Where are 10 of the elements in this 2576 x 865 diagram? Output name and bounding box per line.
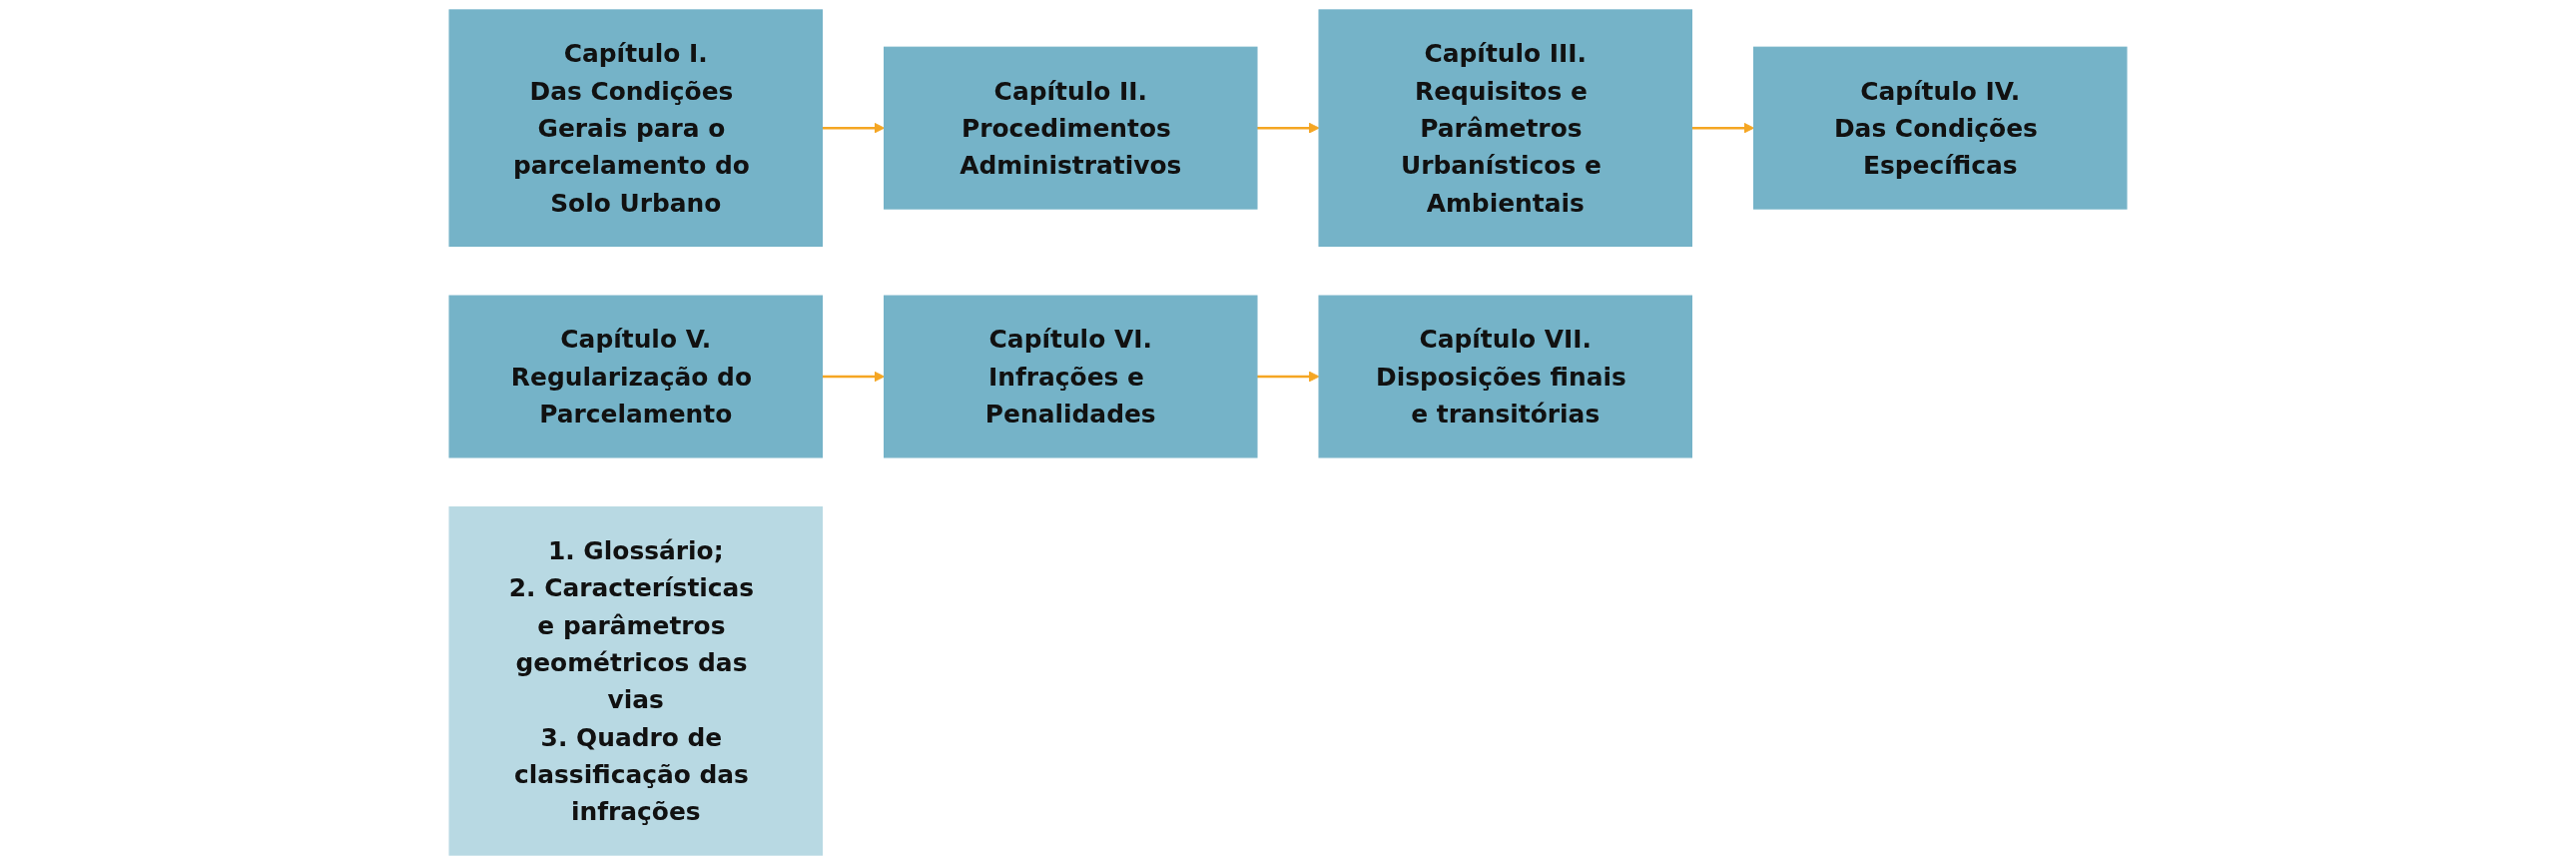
node-box: Capítulo V. Regularização do Parcelamento xyxy=(448,295,824,458)
node-box: Capítulo II. Procedimentos Administrativos xyxy=(884,46,1258,210)
node-box: Capítulo VI. Infrações e Penalidades xyxy=(884,295,1258,458)
arrow xyxy=(1256,371,1320,383)
node-box: Capítulo VII. Disposições finais e transitórias xyxy=(1318,295,1692,458)
node-box: Capítulo IV. Das Condições Específicas xyxy=(1752,46,2128,210)
arrow xyxy=(1256,122,1320,134)
node-box: 1. Glossário; 2. Características e parâmetros geométricos das vias 3. Quadro de classificação das infrações xyxy=(448,506,824,856)
node-box: Capítulo III. Requisitos e Parâmetros Urbanísticos e Ambientais xyxy=(1318,9,1692,247)
node-box: Capítulo I. Das Condições Gerais para o parcelamento do Solo Urbano xyxy=(448,9,824,247)
